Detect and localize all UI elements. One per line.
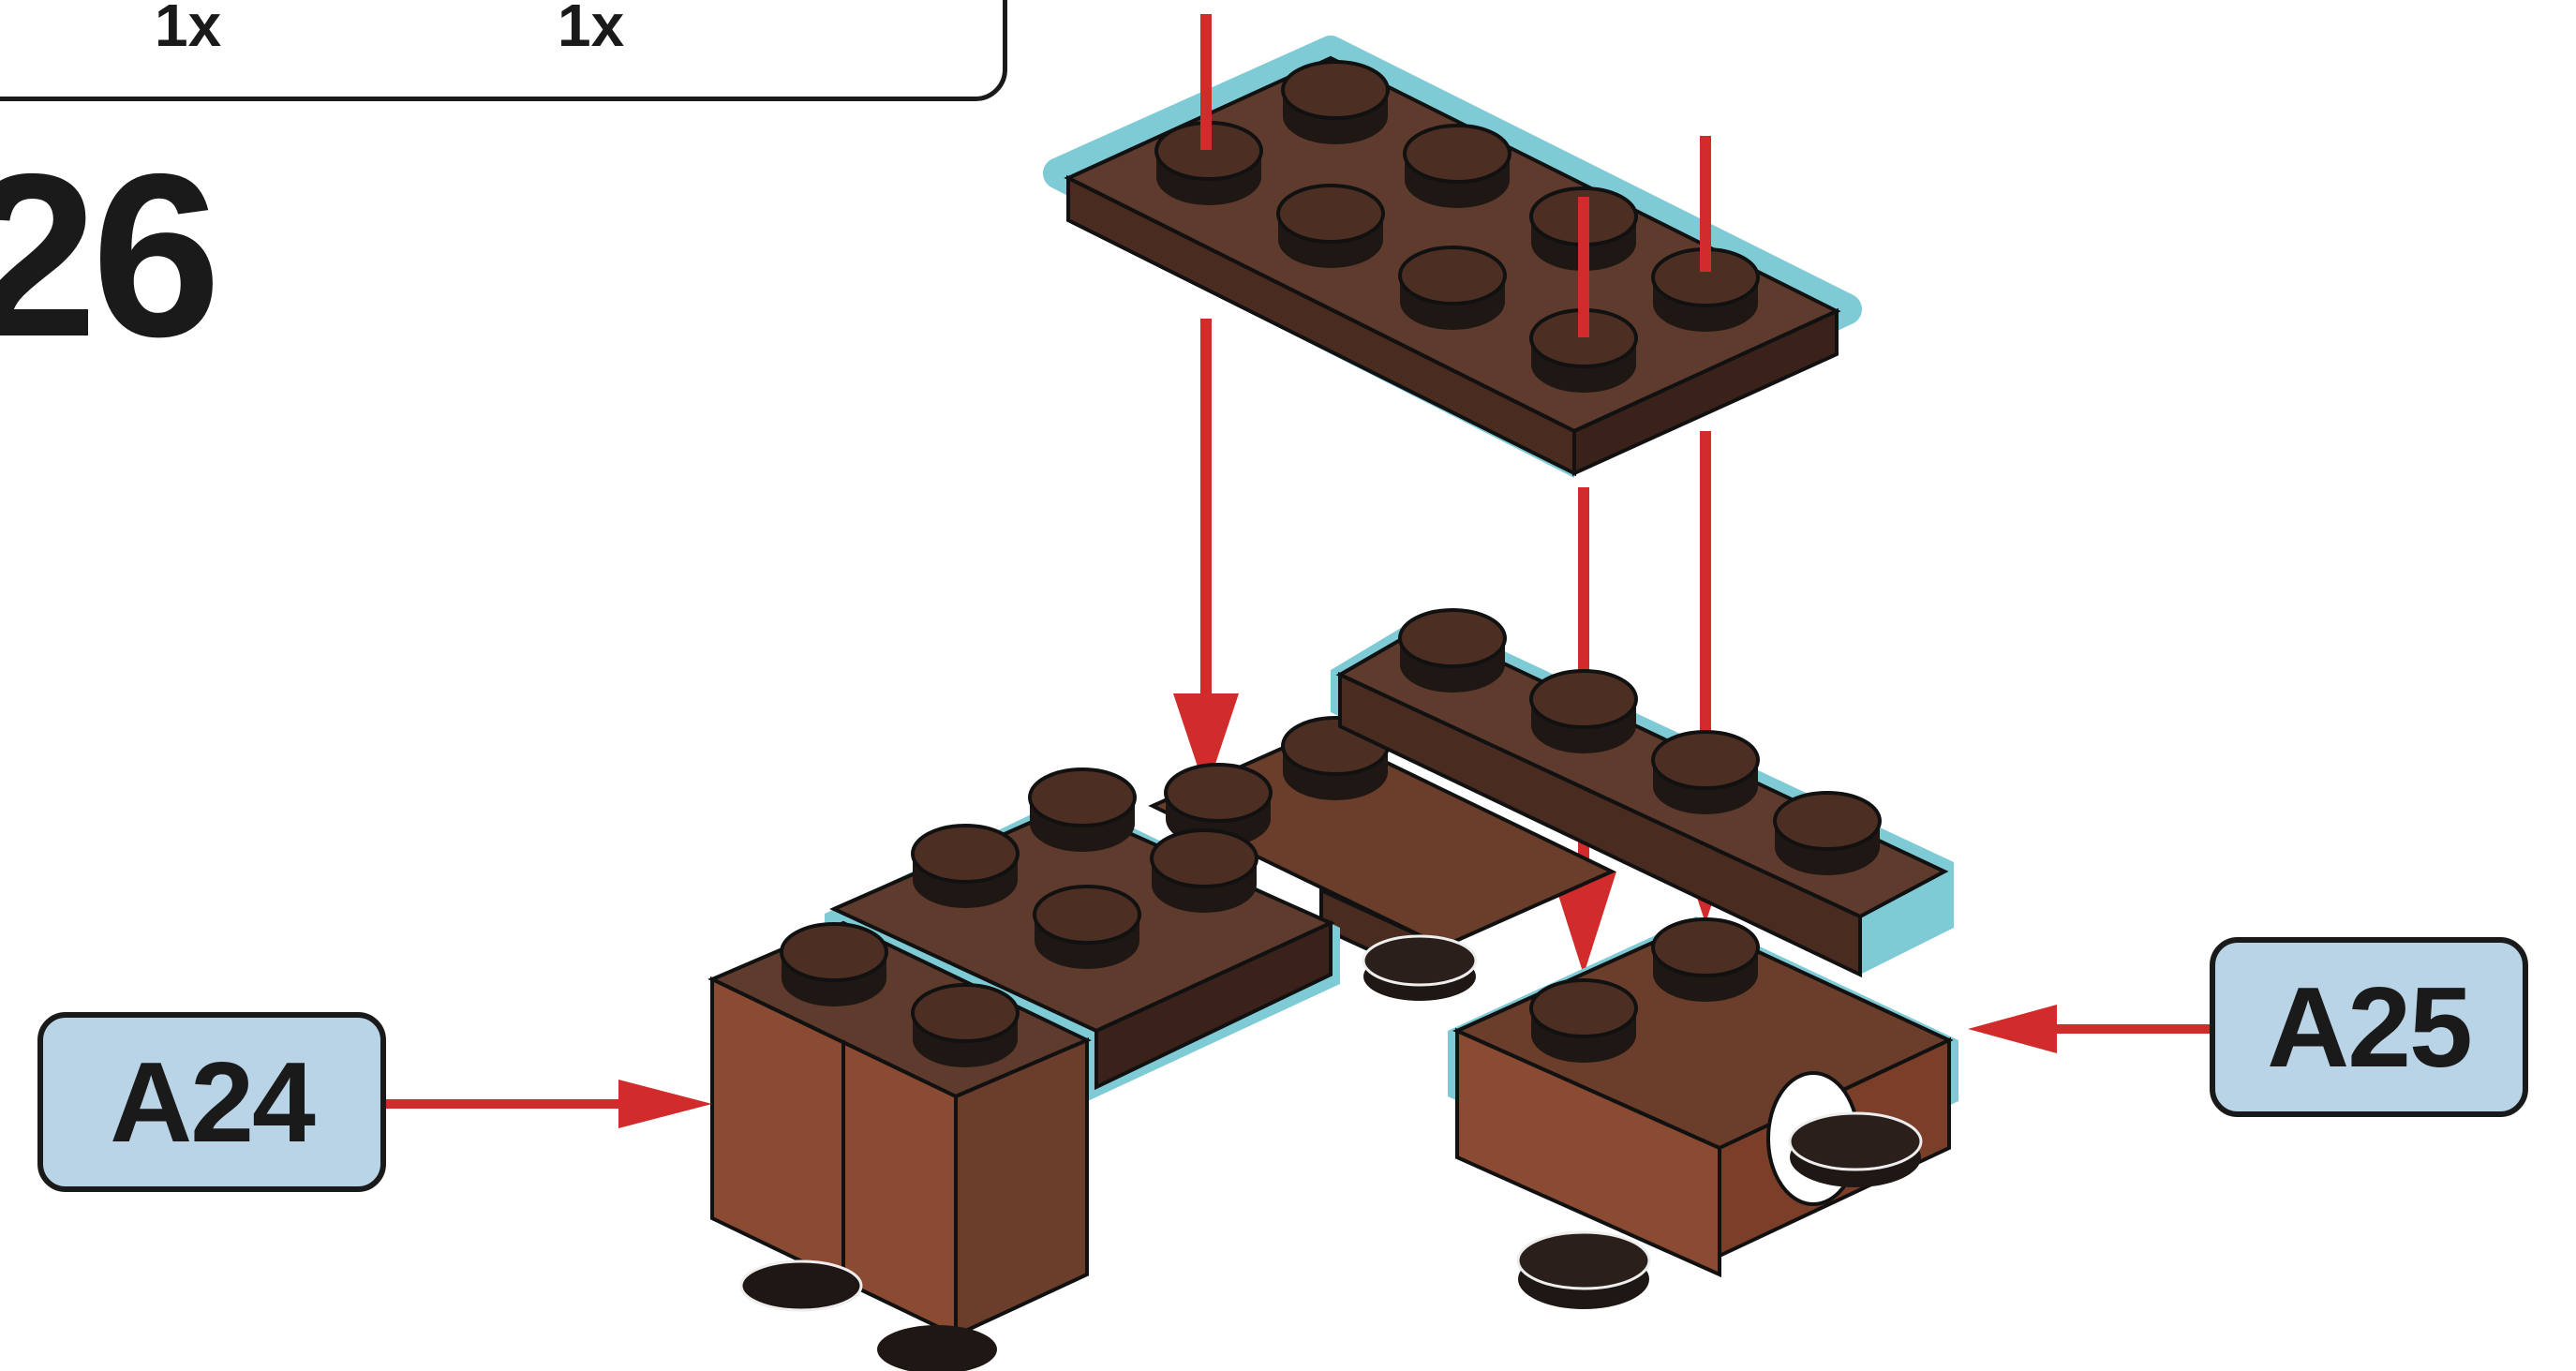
- step-number: 26: [0, 125, 221, 385]
- callout-a24: A24: [37, 1012, 386, 1192]
- callout-a25: A25: [2210, 937, 2528, 1117]
- right-brick-assembly: [1331, 608, 1958, 1309]
- left-brick-assembly: [707, 767, 1340, 1371]
- callout-arrowhead-right: [1968, 1005, 2057, 1053]
- plate-2x4: [1043, 36, 1862, 478]
- callout-arrowhead-left: [618, 1080, 712, 1128]
- parts-list-box: 1x 1x: [0, 0, 1007, 101]
- part-quantity-left: 1x: [155, 0, 222, 59]
- part-quantity-right: 1x: [558, 0, 625, 59]
- base-arch-brick: [1148, 716, 1616, 1001]
